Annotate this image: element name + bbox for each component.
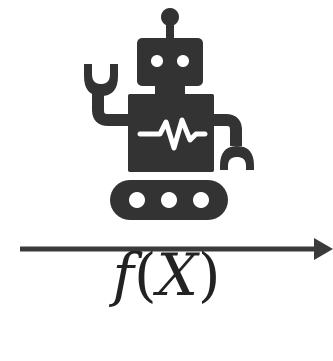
robot-neck xyxy=(155,86,185,94)
function-label: f(X) xyxy=(0,246,333,304)
robot-arm-left xyxy=(92,92,128,126)
robot-wheel-3 xyxy=(193,192,209,208)
arrow-head xyxy=(314,238,333,260)
robot-head xyxy=(137,38,203,86)
right-arrow xyxy=(20,238,333,260)
robot-wheel-1 xyxy=(129,192,145,208)
robot-eye-right xyxy=(177,55,189,67)
robot-claw-left xyxy=(84,64,118,96)
robot-claw-right xyxy=(220,146,254,170)
antenna-stem xyxy=(166,17,174,39)
close-paren: ) xyxy=(197,241,221,309)
function-name: f xyxy=(112,241,134,309)
robot-arm-right xyxy=(214,114,242,146)
robot-wheel-2 xyxy=(161,192,177,208)
function-variable: X xyxy=(156,241,198,309)
robot-eye-left xyxy=(151,55,163,67)
open-paren: ( xyxy=(133,241,157,309)
pulse-line xyxy=(137,117,208,151)
robot-icon xyxy=(84,8,254,220)
